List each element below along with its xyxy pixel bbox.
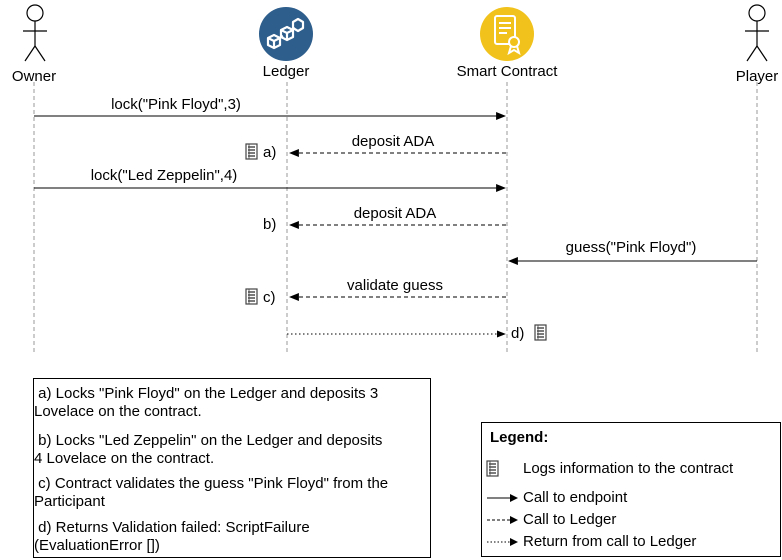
message-validate-guess: validate guess <box>347 277 443 294</box>
contract-label: Smart Contract <box>457 63 559 80</box>
message-guess: guess("Pink Floyd") <box>566 239 697 256</box>
note-c: c) Contract validates the guess "Pink Fl… <box>34 475 389 510</box>
log-document-icon-c <box>245 288 258 305</box>
legend-row-endpoint: Call to endpoint <box>482 488 780 508</box>
legend-endpoint-label: Call to endpoint <box>523 489 628 506</box>
message-deposit-ada-b: deposit ADA <box>354 205 437 222</box>
message-lock-pink-floyd: lock("Pink Floyd",3) <box>111 96 241 113</box>
legend-row-ledger: Call to Ledger <box>482 510 780 530</box>
legend-ledger-label: Call to Ledger <box>523 511 617 528</box>
dotted-arrow-icon <box>487 538 518 546</box>
legend-row-return: Return from call to Ledger <box>482 532 780 552</box>
log-document-icon-d <box>534 324 547 341</box>
owner-label: Owner <box>12 68 56 85</box>
player-label: Player <box>736 68 779 85</box>
note-a: a) Locks "Pink Floyd" on the Ledger and … <box>34 385 379 420</box>
legend-title: Legend: <box>490 429 549 446</box>
dashed-arrow-icon <box>487 516 518 524</box>
notes-box: a) Locks "Pink Floyd" on the Ledger and … <box>33 378 431 558</box>
player-actor-icon <box>745 4 769 62</box>
note-d: d) Returns Validation failed: ScriptFail… <box>34 519 310 554</box>
legend-log-label: Logs information to the contract <box>523 460 734 477</box>
legend-return-label: Return from call to Ledger <box>523 533 697 550</box>
message-deposit-ada-a: deposit ADA <box>352 133 435 150</box>
owner-actor-icon <box>23 4 47 62</box>
legend-row-log: Logs information to the contract <box>482 459 780 479</box>
log-document-icon-a <box>245 143 258 160</box>
ledger-label: Ledger <box>263 63 310 80</box>
marker-d: d) <box>511 325 524 342</box>
message-lock-led-zeppelin: lock("Led Zeppelin",4) <box>91 167 238 184</box>
log-document-icon <box>486 460 499 477</box>
note-b: b) Locks "Led Zeppelin" on the Ledger an… <box>34 432 383 467</box>
ledger-blockchain-icon <box>259 7 313 61</box>
sequence-diagram: Owner Ledger Smart Contract <box>12 4 779 355</box>
legend-box: Legend: Logs information to the contract… <box>481 422 781 557</box>
marker-c: c) <box>263 289 276 306</box>
contract-certificate-icon <box>480 7 534 61</box>
solid-arrow-icon <box>487 494 518 502</box>
marker-b: b) <box>263 216 276 233</box>
marker-a: a) <box>263 144 276 161</box>
